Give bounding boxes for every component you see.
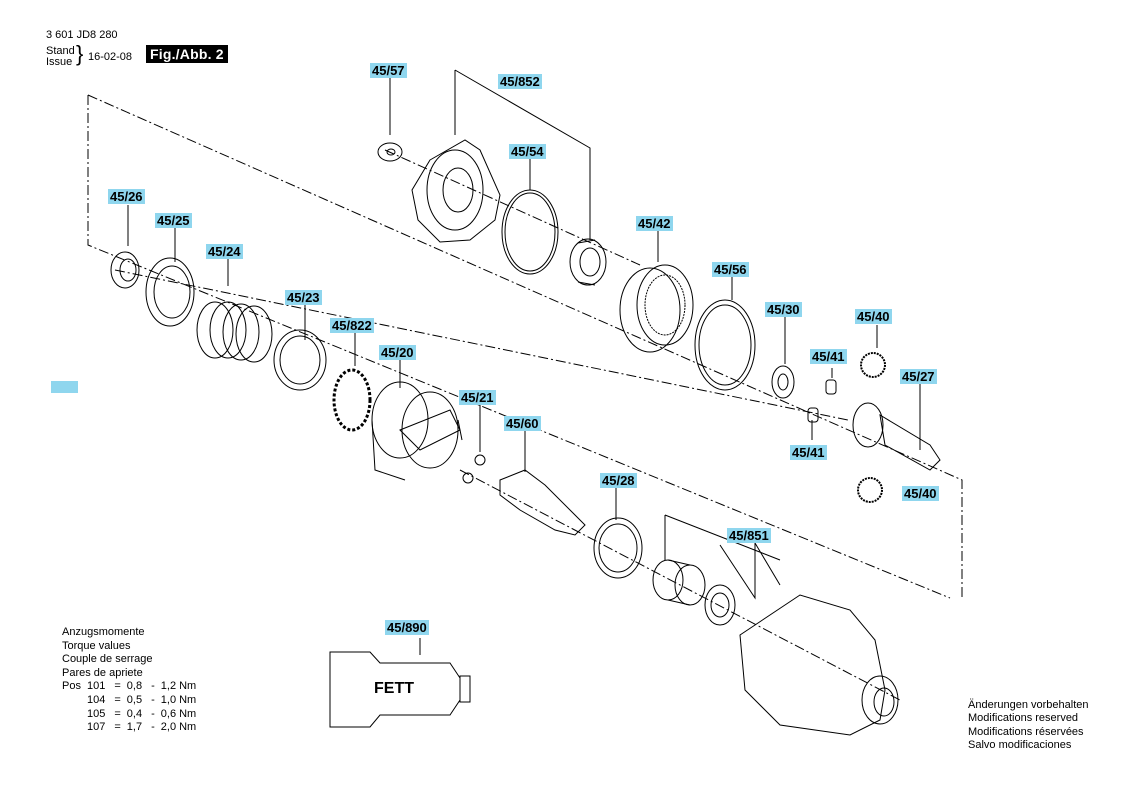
part-label: 45/24: [206, 244, 243, 259]
part-label: 45/56: [712, 262, 749, 277]
torque-pos: 107: [87, 721, 106, 734]
torque-title-de: Anzugsmomente: [62, 626, 145, 638]
note-fr: Modifications réservées: [968, 725, 1084, 738]
torque-min: 1,7: [126, 721, 143, 734]
part-label: 45/54: [509, 144, 546, 159]
torque-max: 0,6 Nm: [160, 707, 197, 720]
part-label: 45/40: [902, 486, 939, 501]
note-es: Salvo modificaciones: [968, 739, 1072, 752]
torque-eq: =: [114, 693, 121, 706]
torque-min: 0,4: [126, 707, 143, 720]
part-label: 45/23: [285, 290, 322, 305]
torque-table: Pos 101 = 0,8 - 1,2 Nm 104 = 0,5 - 1,0 N…: [62, 680, 199, 734]
note-en: Modifications reserved: [968, 712, 1079, 725]
issue-date: 16-02-08: [88, 51, 133, 63]
note-de: Änderungen vorbehalten: [968, 699, 1089, 711]
part-label: 45/21: [459, 390, 496, 405]
color-marker: [51, 381, 78, 393]
torque-title-en: Torque values: [62, 639, 131, 652]
stand-label: Stand: [46, 45, 75, 57]
part-label: 45/42: [636, 216, 673, 231]
issue-label: Issue: [46, 56, 73, 68]
torque-row: 104 = 0,5 - 1,0 Nm: [62, 694, 199, 708]
part-number: 3 601 JD8 280: [46, 29, 118, 41]
part-label: 45/852: [498, 74, 542, 89]
part-label: 45/41: [790, 445, 827, 460]
part-label: 45/26: [108, 189, 145, 204]
torque-dash: -: [151, 680, 155, 693]
torque-pos: 101: [87, 680, 106, 693]
part-label: 45/28: [600, 473, 637, 488]
torque-row: 107 = 1,7 - 2,0 Nm: [62, 721, 199, 735]
torque-pos: 104: [87, 693, 106, 706]
torque-max: 1,0 Nm: [160, 693, 197, 706]
part-label: 45/40: [855, 309, 892, 324]
torque-title-es: Pares de apriete: [62, 666, 143, 679]
part-label: 45/41: [810, 349, 847, 364]
torque-row: Pos 101 = 0,8 - 1,2 Nm: [62, 680, 199, 694]
pos-label: Pos: [62, 680, 81, 693]
torque-row: 105 = 0,4 - 0,6 Nm: [62, 708, 199, 722]
part-label: 45/57: [370, 63, 407, 78]
torque-min: 0,5: [126, 693, 143, 706]
part-label: 45/890: [385, 620, 429, 635]
torque-values-block: Anzugsmomente Torque values Couple de se…: [62, 626, 199, 735]
torque-dash: -: [151, 693, 155, 706]
torque-max: 2,0 Nm: [160, 721, 197, 734]
torque-title-fr: Couple de serrage: [62, 653, 153, 666]
grease-label: FETT: [374, 680, 414, 697]
torque-min: 0,8: [126, 680, 143, 693]
torque-dash: -: [151, 721, 155, 734]
torque-eq: =: [114, 680, 121, 693]
torque-eq: =: [114, 707, 121, 720]
part-label: 45/27: [900, 369, 937, 384]
torque-max: 1,2 Nm: [160, 680, 197, 693]
figure-badge: Fig./Abb. 2: [146, 45, 228, 63]
part-label: 45/25: [155, 213, 192, 228]
modification-notes: Änderungen vorbehalten Modifications res…: [968, 699, 1088, 753]
part-label: 45/60: [504, 416, 541, 431]
part-label: 45/851: [727, 528, 771, 543]
torque-pos: 105: [87, 707, 106, 720]
part-label: 45/822: [330, 318, 374, 333]
torque-eq: =: [114, 721, 121, 734]
brace-glyph: }: [76, 41, 84, 66]
part-label: 45/30: [765, 302, 802, 317]
part-label: 45/20: [379, 345, 416, 360]
torque-dash: -: [151, 707, 155, 720]
